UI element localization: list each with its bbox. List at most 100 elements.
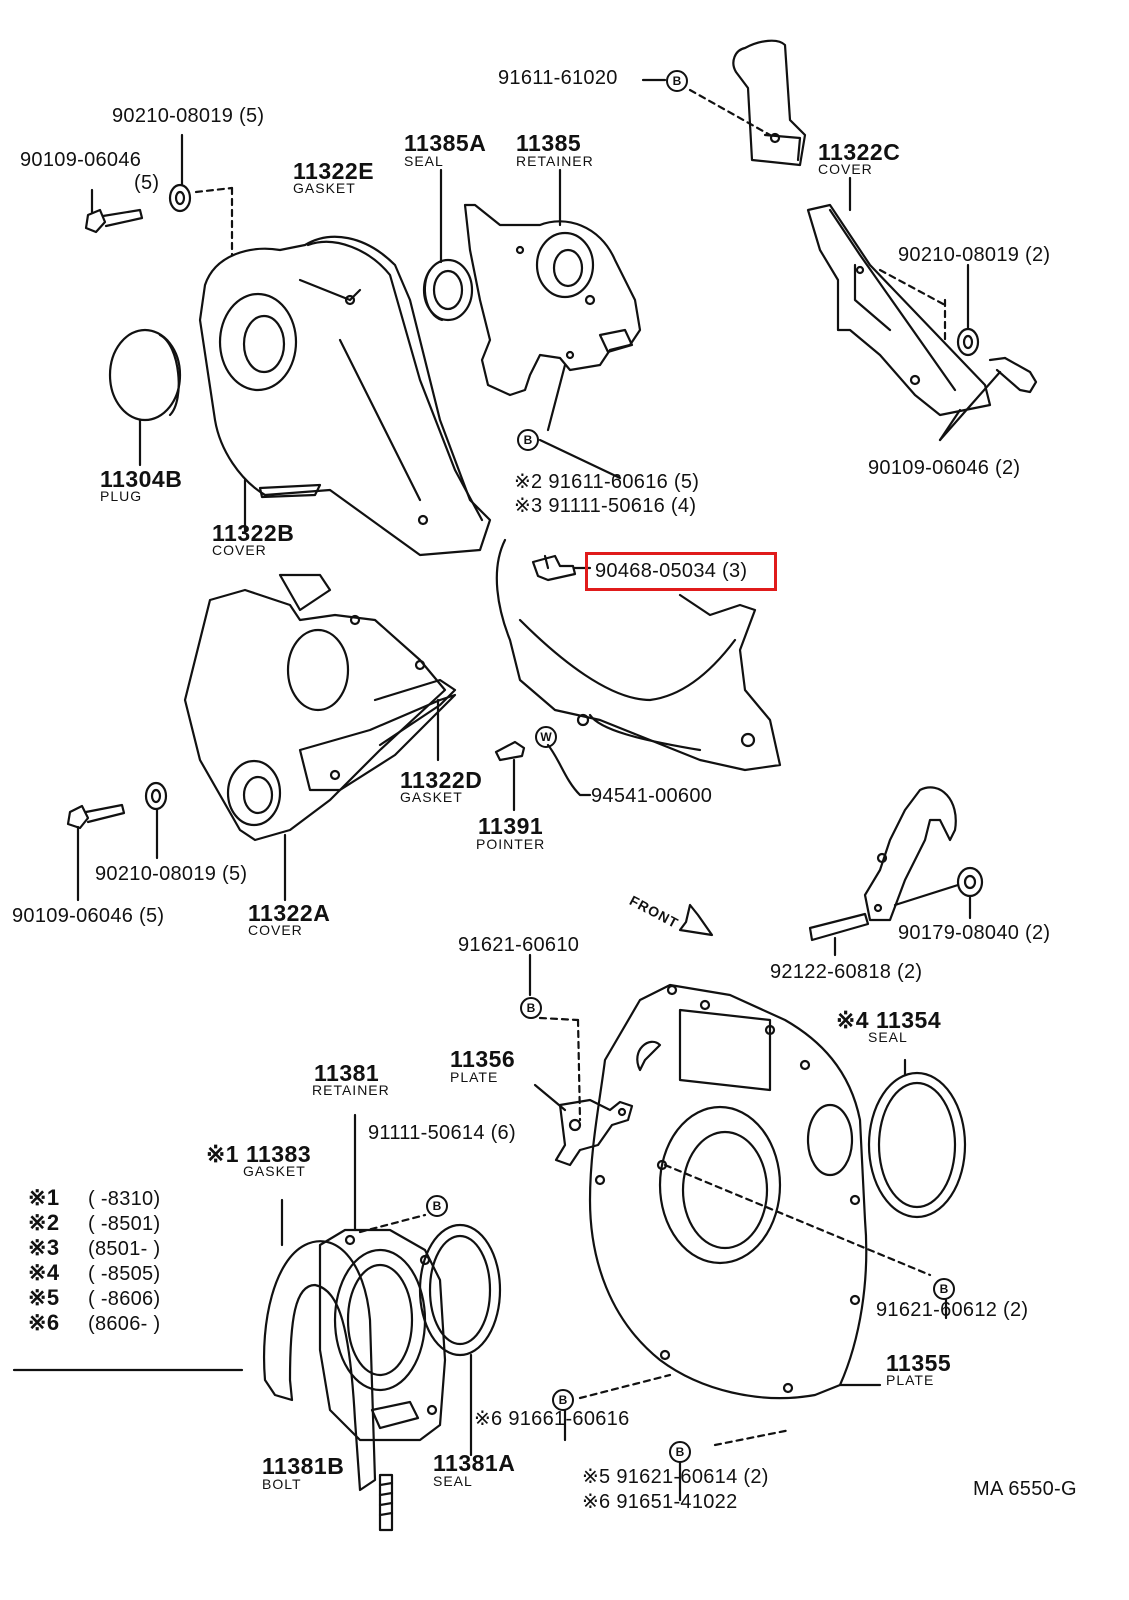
label-11381: 11381: [314, 1060, 380, 1086]
label-11383: ※1 11383: [206, 1141, 312, 1167]
legend-mark-1: ※1: [28, 1185, 60, 1210]
legend-range-6: (8606- ): [88, 1313, 161, 1335]
label-90210-08019-right: 90210-08019 (2): [898, 244, 1051, 266]
label-11322e: 11322E: [293, 158, 375, 184]
front-direction-arrow: [678, 903, 714, 937]
label-11385: 11385: [516, 130, 582, 156]
highlight-box: [585, 552, 777, 591]
legend-range-3: (8501- ): [88, 1238, 161, 1260]
label-91611-60616: ※2 91611-60616 (5): [514, 471, 700, 493]
label-11322c-sub: COVER: [818, 161, 873, 177]
label-91111-50616: ※3 91111-50616 (4): [514, 495, 697, 517]
plate-11356-part: [554, 1098, 634, 1167]
legend-mark-5: ※5: [28, 1285, 60, 1310]
label-11385a-sub: SEAL: [404, 153, 444, 169]
label-11304b: 11304B: [100, 466, 183, 492]
legend-range-4: ( -8505): [88, 1263, 161, 1285]
plate-11355-part: [588, 983, 868, 1400]
retainer-11385-part: [463, 203, 642, 397]
label-11354-sub: SEAL: [868, 1029, 908, 1045]
badge-b-7: B: [676, 1445, 685, 1459]
nut-right-part: [956, 866, 984, 898]
badge-w: W: [540, 730, 552, 744]
label-90210-08019-lower: 90210-08019 (5): [95, 863, 248, 885]
label-92122-60818: 92122-60818 (2): [770, 961, 923, 983]
badge-letters: B B B B B B B W: [433, 74, 949, 1459]
label-11356-sub: PLATE: [450, 1069, 499, 1085]
label-91621-60614: ※5 91621-60614 (2): [582, 1466, 769, 1488]
pointer-11391-part: [494, 740, 526, 762]
bracket-hook-part: [732, 39, 807, 167]
label-11381a: 11381A: [433, 1450, 516, 1476]
legend-range-1: ( -8310): [88, 1188, 161, 1210]
label-91611-61020: 91611-61020: [498, 67, 618, 89]
label-diagram-code: MA 6550-G: [973, 1478, 1077, 1500]
label-11383-sub: GASKET: [243, 1163, 306, 1179]
cover-11322b-part: [198, 235, 492, 557]
legend-mark-3: ※3: [28, 1235, 60, 1260]
plug-11304b-part: [108, 328, 182, 422]
badge-b-1: B: [673, 74, 682, 88]
label-11322a-sub: COVER: [248, 922, 303, 938]
b-badges: [426, 70, 955, 1463]
legend-mark-6: ※6: [28, 1310, 60, 1335]
bolt-11381b-part: [378, 1473, 394, 1532]
washer-lower-left: [144, 781, 168, 811]
label-11381b: 11381B: [262, 1453, 345, 1479]
label-90210-08019-top: 90210-08019 (5): [112, 105, 265, 127]
badge-b-5: B: [940, 1282, 949, 1296]
cover-11322a-part: [183, 573, 457, 842]
label-91651-41022: ※6 91651-41022: [582, 1491, 738, 1513]
badge-b-6: B: [559, 1393, 568, 1407]
legend-mark-2: ※2: [28, 1210, 60, 1235]
label-11381a-sub: SEAL: [433, 1473, 473, 1489]
bolt-part: [988, 356, 1038, 394]
label-11391-sub: POINTER: [476, 836, 546, 852]
seal-11385a-part: [422, 258, 474, 322]
label-90109-06046-top: 90109-06046: [20, 149, 142, 171]
label-90468-05034: 90468-05034 (3): [595, 560, 748, 582]
label-11322b-sub: COVER: [212, 542, 267, 558]
legend-mark-4: ※4: [28, 1260, 60, 1285]
label-91111-50614: 91111-50614 (6): [368, 1122, 516, 1144]
label-90109-06046-qty: (5): [134, 172, 160, 194]
legend-range-2: ( -8501): [88, 1213, 161, 1235]
label-90179-08040: 90179-08040 (2): [898, 922, 1051, 944]
seal-11354-part: [867, 1071, 967, 1219]
badge-b-3: B: [527, 1001, 536, 1015]
label-11304b-sub: PLUG: [100, 488, 143, 504]
badge-b-2: B: [524, 433, 533, 447]
label-91661-60616: ※6 91661-60616: [474, 1408, 630, 1430]
label-11322b: 11322B: [212, 520, 295, 546]
washer-upper-left: [168, 183, 192, 213]
bolt-lower-left: [66, 803, 126, 830]
label-11322d: 11322D: [400, 767, 483, 793]
label-11355: 11355: [886, 1350, 952, 1376]
label-11381-sub: RETAINER: [312, 1082, 390, 1098]
label-11355-sub: PLATE: [886, 1372, 935, 1388]
label-11356: 11356: [450, 1046, 516, 1072]
bracket-right-part: [863, 786, 957, 922]
seal-11381a-part: [418, 1223, 502, 1357]
label-11322a: 11322A: [248, 900, 331, 926]
bolt-upper-left: [84, 208, 144, 234]
label-90109-06046-right: 90109-06046 (2): [868, 457, 1021, 479]
label-11385-sub: RETAINER: [516, 153, 594, 169]
retainer-11381-part: [318, 1228, 447, 1442]
label-11385a: 11385A: [404, 130, 487, 156]
gasket-11383-part: [262, 1240, 377, 1492]
label-11322e-sub: GASKET: [293, 180, 356, 196]
legend-range-5: ( -8606): [88, 1288, 161, 1310]
label-11322d-sub: GASKET: [400, 789, 463, 805]
label-11354: ※4 11354: [836, 1007, 942, 1033]
label-91621-60610: 91621-60610: [458, 934, 580, 956]
label-91621-60612: 91621-60612 (2): [876, 1299, 1029, 1321]
engine-block-outline: [495, 538, 782, 772]
cover-11322c-part: [806, 203, 992, 417]
badge-b-4: B: [433, 1199, 442, 1213]
stud-bolt-part: [808, 912, 870, 942]
label-11322c: 11322C: [818, 139, 901, 165]
label-11391: 11391: [478, 813, 544, 839]
